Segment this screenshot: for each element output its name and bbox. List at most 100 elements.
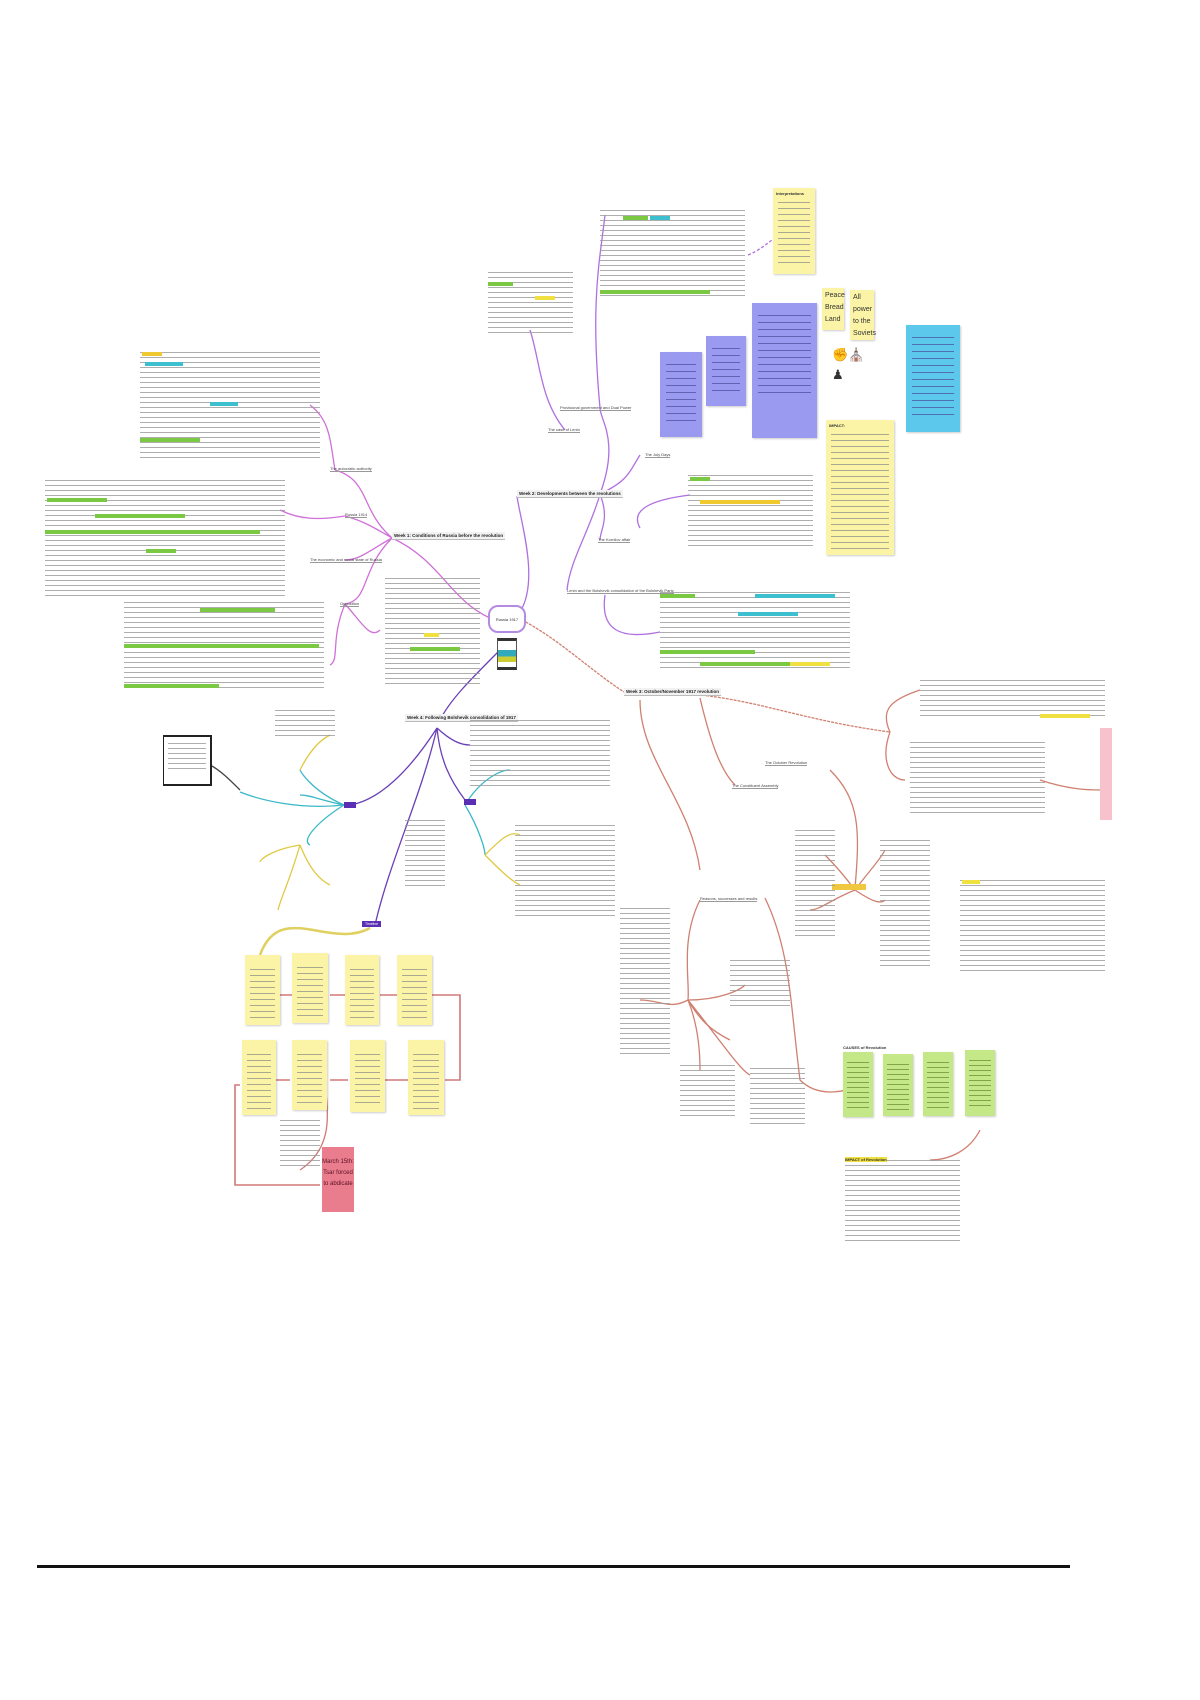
subtopic[interactable]: Opposition <box>340 601 360 607</box>
subtopic[interactable]: The Constituent Assembly <box>732 783 779 789</box>
note-text-block <box>910 742 1045 814</box>
highlight <box>45 530 260 534</box>
note-text-block <box>620 908 670 1058</box>
note-text-block <box>600 210 745 300</box>
highlight <box>650 216 670 220</box>
timeline-sticky[interactable] <box>397 955 432 1025</box>
subtopic[interactable]: The Kornilov affair <box>598 537 631 543</box>
highlight <box>1040 714 1090 718</box>
green-note[interactable] <box>923 1052 953 1116</box>
highlight <box>700 662 790 666</box>
timeline-node[interactable]: Timeline <box>362 921 382 927</box>
highlight <box>47 498 107 502</box>
note-text-block <box>730 960 790 1010</box>
green-note[interactable] <box>843 1052 873 1117</box>
note-text-block <box>688 475 813 547</box>
note-text-block <box>515 825 615 920</box>
note-text-block <box>880 840 930 970</box>
highlight <box>962 880 980 884</box>
highlight <box>755 594 835 598</box>
highlight <box>535 296 555 300</box>
note-text-block <box>845 1160 960 1245</box>
highlight <box>210 402 238 406</box>
highlight <box>660 594 695 598</box>
note-text-block <box>470 720 610 790</box>
people-icons: ✊⛪♟ <box>832 347 865 382</box>
highlight <box>145 362 183 366</box>
highlight <box>410 647 460 651</box>
timeline-sticky[interactable] <box>350 1040 385 1112</box>
timeline-sticky[interactable] <box>292 953 328 1023</box>
purple-note[interactable] <box>660 352 702 437</box>
branch-week3[interactable]: Week 3: October/November 1917 revolution <box>624 688 721 696</box>
green-heading: IMPACT of Revolution <box>845 1157 887 1162</box>
highlight <box>700 500 780 504</box>
timeline-sticky[interactable] <box>345 955 379 1025</box>
note-text-block <box>795 830 835 940</box>
subtopic[interactable]: The autocratic authority <box>330 466 372 472</box>
slogan-text: All power to the Soviets <box>853 294 876 337</box>
sticky-impact-article[interactable]: IMPACT: <box>826 420 894 555</box>
sticky-heading: Interpretations <box>776 191 805 196</box>
sticky-slogan-2[interactable]: All power to the Soviets <box>850 290 876 340</box>
purple-note[interactable] <box>752 303 817 438</box>
purple-node[interactable] <box>464 799 476 805</box>
pink-note-edge[interactable] <box>1100 728 1112 820</box>
highlight <box>660 650 755 654</box>
note-text-block <box>750 1068 805 1128</box>
sticky-tsar-abdication[interactable]: March 15th: Tsar forced to abdicate <box>322 1147 354 1212</box>
purple-node[interactable] <box>344 802 356 808</box>
note-text-block <box>680 1065 735 1120</box>
note-text-block <box>660 592 850 668</box>
timeline-sticky[interactable] <box>245 955 280 1025</box>
timeline-sticky[interactable] <box>242 1040 276 1115</box>
note-text-block <box>920 680 1105 720</box>
highlight <box>95 514 185 518</box>
green-note[interactable] <box>883 1054 913 1116</box>
highlight <box>600 290 710 294</box>
branch-week4[interactable]: Week 4: Following Bolshevik consolidatio… <box>405 714 518 722</box>
central-node-label: Russia 1917 <box>495 616 519 622</box>
timeline-sticky[interactable] <box>408 1040 444 1115</box>
note-text-block <box>960 880 1105 975</box>
bordered-note[interactable] <box>163 735 212 786</box>
subtopic[interactable]: The economic and social state of Russia <box>310 557 382 563</box>
sticky-slogan-1[interactable]: Peace Bread Land <box>822 288 845 330</box>
note-text-block <box>275 710 335 736</box>
subtopic[interactable]: Provisional government and Dual Power <box>560 405 632 411</box>
cyan-note[interactable] <box>906 325 960 432</box>
timeline-sticky[interactable] <box>292 1040 327 1110</box>
branch-week1[interactable]: Week 1: Conditions of Russia before the … <box>392 532 506 540</box>
highlight <box>140 438 200 442</box>
yellow-node[interactable] <box>832 884 866 890</box>
highlight <box>424 633 439 637</box>
green-heading: CAUSES of Revolution <box>843 1045 887 1050</box>
highlight <box>142 352 162 356</box>
highlight <box>146 549 176 553</box>
green-note[interactable] <box>965 1050 995 1116</box>
note-text-block <box>405 820 445 890</box>
branch-week2[interactable]: Week 2: Developments between the revolut… <box>517 490 623 498</box>
sticky-note-interpretations[interactable]: Interpretations <box>773 188 815 274</box>
subtopic[interactable]: The October Revolution <box>765 760 808 766</box>
highlight <box>488 282 513 286</box>
flag-icon <box>497 638 517 670</box>
subtopic[interactable]: Reasons, successes and results <box>700 896 758 902</box>
subtopic[interactable]: The July Days <box>645 452 671 458</box>
subtopic[interactable]: Lenin and the Bolshevik consolidation of… <box>567 588 674 594</box>
page-bottom-rule <box>37 1565 1070 1568</box>
note-text-block <box>280 1120 320 1170</box>
subtopic[interactable]: The case of Lenin <box>548 427 580 433</box>
sticky-heading: IMPACT: <box>829 423 845 428</box>
highlight <box>623 216 648 220</box>
highlight <box>124 644 319 648</box>
highlight <box>124 684 219 688</box>
highlight <box>738 612 798 616</box>
highlight <box>200 608 275 612</box>
highlight <box>690 477 710 481</box>
purple-note[interactable] <box>706 336 746 406</box>
subtopic[interactable]: Russia 1914 <box>345 512 368 518</box>
central-node[interactable]: Russia 1917 <box>488 605 526 633</box>
slogan-text: Peace Bread Land <box>825 292 845 323</box>
highlight <box>790 662 830 666</box>
